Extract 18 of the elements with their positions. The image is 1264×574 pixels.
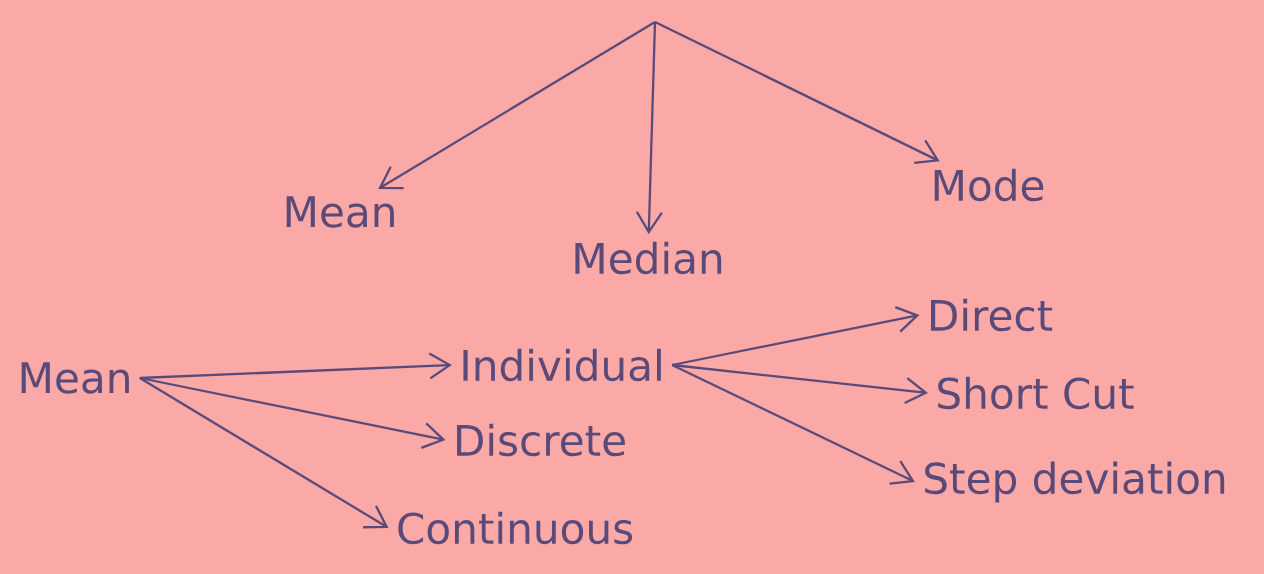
node-label: Mean xyxy=(21,362,129,394)
arrow xyxy=(671,363,915,485)
arrow xyxy=(139,376,446,449)
node-label: Median xyxy=(575,241,722,275)
arrow xyxy=(654,20,940,164)
node-label: Direct xyxy=(931,298,1053,332)
node-label: Step deviation xyxy=(925,461,1225,503)
arrow xyxy=(635,21,663,235)
node-label: Mode xyxy=(934,168,1044,202)
node-label: Mean xyxy=(286,196,394,228)
node-label: Individual xyxy=(463,348,661,382)
node-label: Discrete xyxy=(457,423,625,457)
arrow xyxy=(378,21,656,190)
arrow xyxy=(671,306,920,367)
arrow xyxy=(671,363,928,405)
node-label: Continuous xyxy=(398,511,633,545)
node-label: Short Cut xyxy=(938,376,1134,410)
arrow xyxy=(139,377,389,529)
